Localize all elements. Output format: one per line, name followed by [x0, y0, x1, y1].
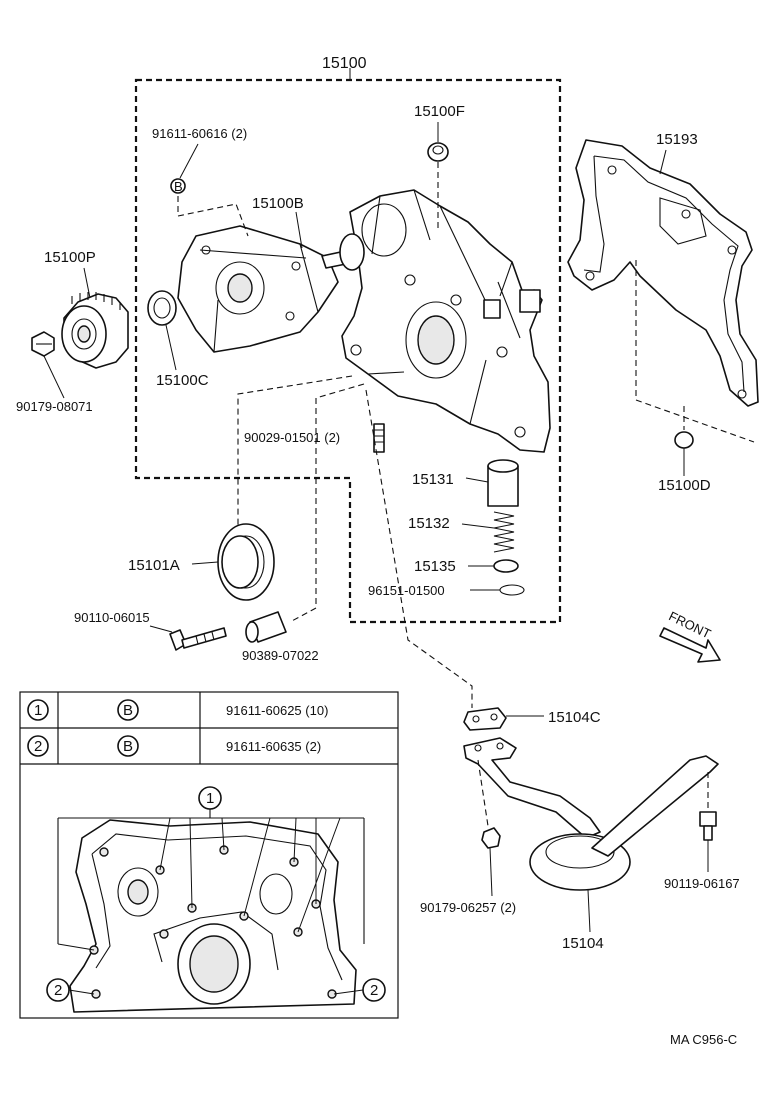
label-15101A: 15101A — [128, 557, 180, 574]
label-15131: 15131 — [412, 471, 454, 488]
bolt-location-sketch: 1 2 2 — [46, 786, 386, 1013]
bolt-table-row-1: 1 B 91611-60625 (10) — [27, 699, 328, 721]
label-90119-06167: 90119-06167 — [664, 876, 740, 891]
assembly-boundary — [134, 68, 562, 624]
bolt-table: 1 B 91611-60625 (10) 2 B 91611-60635 (2)… — [19, 691, 399, 1019]
bolt-table-row-2: 2 B 91611-60635 (2) — [27, 735, 321, 757]
label-15100F: 15100F — [414, 103, 465, 120]
seal-15100C — [147, 290, 177, 326]
bolt-90119-06167 — [699, 811, 717, 841]
snap-ring-96151 — [499, 584, 525, 596]
front-cover-15100 — [341, 189, 551, 453]
label-90179-06257: 90179-06257 (2) — [420, 900, 516, 915]
gasket-15193 — [567, 139, 759, 407]
label-15100B: 15100B — [252, 195, 304, 212]
bolt-b-letter: B — [174, 179, 183, 194]
bolt-90179-08071 — [31, 331, 55, 357]
label-15104: 15104 — [562, 935, 604, 952]
bushing-90389-07022 — [245, 611, 287, 643]
row-2-part: 91611-60635 (2) — [226, 739, 321, 754]
front-arrow-icon: FRONT — [659, 608, 721, 663]
label-96151-01500: 96151-01500 — [368, 583, 445, 598]
pin-90029-01501 — [373, 423, 385, 453]
pump-body-15100B — [177, 225, 339, 353]
label-15135: 15135 — [414, 558, 456, 575]
row-1-type: B — [123, 702, 133, 719]
row-1-key: 1 — [34, 702, 42, 719]
row-1-part: 91611-60625 (10) — [226, 703, 328, 718]
label-15193: 15193 — [656, 131, 698, 148]
pulley-15100P — [61, 292, 129, 369]
label-15100D: 15100D — [658, 477, 711, 494]
bolt-b-callout: B — [170, 178, 186, 194]
pump-shaft — [321, 233, 365, 271]
nut-90179-06257 — [481, 827, 501, 849]
gasket-15104C — [463, 707, 507, 731]
label-assy: 15100 — [322, 55, 367, 72]
label-15132: 15132 — [408, 515, 450, 532]
bolt-90110-06015 — [169, 627, 227, 651]
dowel-15100D — [674, 431, 694, 449]
row-2-key: 2 — [34, 738, 42, 755]
spring-15132 — [493, 511, 515, 553]
label-90029-01501: 90029-01501 (2) — [244, 430, 340, 445]
label-15104C: 15104C — [548, 709, 601, 726]
label-15100C: 15100C — [156, 372, 209, 389]
label-90179-08071: 90179-08071 — [16, 399, 93, 414]
retainer-15135 — [493, 559, 519, 573]
drawing-code: MA C956-C — [670, 1032, 737, 1047]
callout-two-right: 2 — [370, 982, 378, 999]
strainer-15104 — [463, 737, 719, 891]
row-2-type: B — [123, 738, 133, 755]
plug-15100F — [427, 142, 449, 162]
label-90389-07022: 90389-07022 — [242, 648, 319, 663]
callout-one: 1 — [206, 790, 214, 807]
seal-15101A — [217, 523, 275, 601]
label-90110-06015: 90110-06015 — [74, 610, 150, 625]
label-91611-60616: 91611-60616 (2) — [152, 126, 247, 141]
label-15100P: 15100P — [44, 249, 96, 266]
valve-15131 — [487, 459, 519, 507]
callout-two-left: 2 — [54, 982, 62, 999]
